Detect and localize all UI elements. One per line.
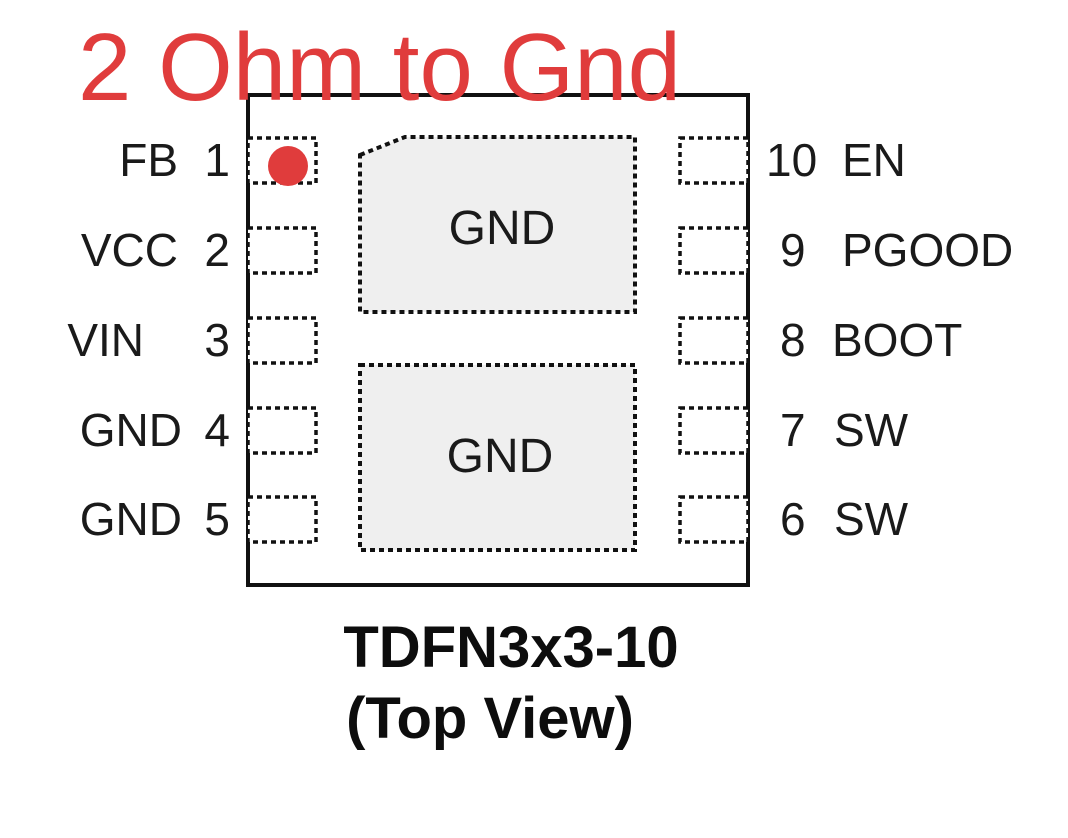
pin-name-7: SW — [834, 404, 909, 456]
pin-name-2: VCC — [81, 224, 178, 276]
pin-name-1: FB — [119, 134, 178, 186]
package-name: TDFN3x3-10 — [343, 615, 678, 680]
pin-number-2: 2 — [204, 224, 230, 276]
thermal-pad-upper — [358, 135, 637, 314]
pin-name-8: BOOT — [832, 314, 962, 366]
annotation-marker-dot — [268, 146, 308, 186]
pin-pad-4 — [246, 406, 318, 455]
pin-number-3: 3 — [204, 314, 230, 366]
pin-pad-3 — [246, 316, 318, 365]
pin-name-4: GND — [80, 404, 182, 456]
pin-pad-7 — [678, 406, 750, 455]
package-view: (Top View) — [346, 686, 634, 751]
pin-pad-9 — [678, 226, 750, 275]
pin-number-4: 4 — [204, 404, 230, 456]
pin-number-10: 10 — [766, 134, 817, 186]
pin-pad-8 — [678, 316, 750, 365]
pad-label-lower: GND — [447, 430, 554, 483]
pin-number-1: 1 — [204, 134, 230, 186]
thermal-pad-lower — [358, 363, 637, 552]
pin-pad-5 — [246, 495, 318, 544]
pin-number-8: 8 — [780, 314, 806, 366]
pin-pad-6 — [678, 495, 750, 544]
pin-pad-10 — [678, 136, 750, 185]
pin-number-5: 5 — [204, 493, 230, 545]
pad-label-upper: GND — [449, 202, 556, 255]
pin-name-9: PGOOD — [842, 224, 1013, 276]
pin-number-7: 7 — [780, 404, 806, 456]
pin-name-6: SW — [834, 493, 909, 545]
pin-number-9: 9 — [780, 224, 806, 276]
annotation-text: 2 Ohm to Gnd — [78, 14, 681, 121]
pin-name-10: EN — [842, 134, 906, 186]
pin-number-6: 6 — [780, 493, 806, 545]
pin-pad-2 — [246, 226, 318, 275]
pin-name-5: GND — [80, 493, 182, 545]
pin-name-3: VIN — [67, 314, 144, 366]
